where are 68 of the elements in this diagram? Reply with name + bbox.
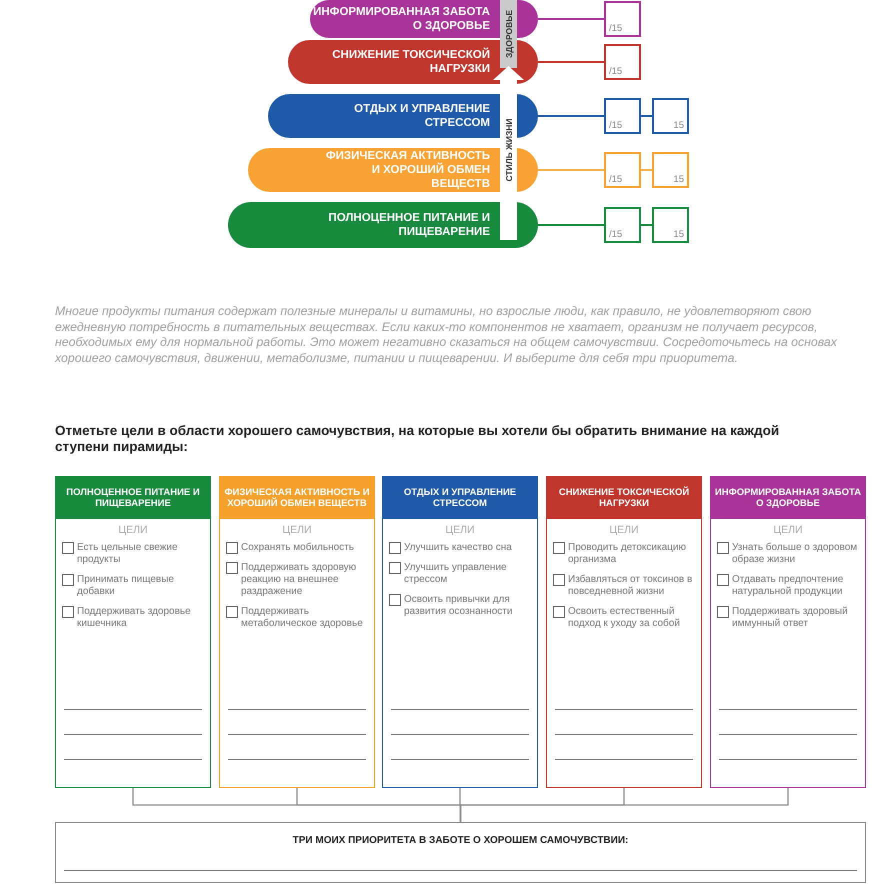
level-title: ПОЛНОЦЕННОЕ ПИТАНИЕ И ПИЩЕВАРЕНИЕ [328, 211, 490, 239]
goal-text: Принимать пищевые добавки [77, 574, 175, 598]
goal-text: Улучшить качество сна [404, 542, 512, 554]
connector-line [538, 18, 604, 20]
level-title: СНИЖЕНИЕ ТОКСИЧЕСКОЙ НАГРУЗКИ [331, 48, 490, 76]
score-box [652, 207, 689, 243]
connector-line [641, 115, 652, 117]
goal-text: Поддерживать здоровье кишечника [77, 606, 192, 630]
score-box [652, 98, 689, 134]
score-text: /15 [609, 120, 622, 131]
priorities-heading: ТРИ МОИХ ПРИОРИТЕТА В ЗАБОТЕ О ХОРОШЕМ САМОЧУВСТВИИ: [292, 835, 630, 846]
score-box [604, 98, 641, 134]
connector-line [641, 169, 652, 171]
connector-line [538, 115, 604, 117]
priorities-box [55, 822, 866, 883]
score-text: 15 [673, 229, 684, 240]
intro-paragraph: Многие продукты питания содержат полезные минералы и витамины, но взрослые люди, как правило, не удовлетворяют свою ежедневную потребность в питательных веществах. Если каких-то компонентов не хватает, организм не получает ресурсов, необходимых ему для нормальной работы. Это может негативно сказаться на общем самочувствии. Сосредоточьтесь на основах хорошего самочувствия, движении, метаболизме, питании и пищеварении. И выберите для себя три приоритета. [55, 304, 838, 366]
score-text: /15 [609, 23, 622, 34]
goals-label: ЦЕЛИ [772, 524, 804, 536]
goal-card [219, 476, 375, 788]
goal-card [710, 476, 866, 788]
goal-text: Узнать больше о здоровом образе жизни [732, 542, 858, 566]
score-box [604, 207, 641, 243]
axis-label: СТИЛЬ ЖИЗНИ [504, 118, 514, 182]
level-title: ОТДЫХ И УПРАВЛЕНИЕ СТРЕССОМ [353, 102, 490, 130]
level-title: ИНФОРМИРОВАННАЯ ЗАБОТА О ЗДОРОВЬЕ [312, 5, 490, 33]
goal-text: Поддерживать здоровый иммунный ответ [732, 606, 849, 630]
column-heading: ФИЗИЧЕСКАЯ АКТИВНОСТЬ И ХОРОШИЙ ОБМЕН ВЕЩЕСТВ [220, 477, 374, 519]
axis-label: ЗДОРОВЬЕ [504, 10, 514, 58]
goals-label: ЦЕЛИ [444, 524, 476, 536]
goals-label: ЦЕЛИ [281, 524, 313, 536]
score-box [604, 152, 641, 188]
goals-label: ЦЕЛИ [608, 524, 640, 536]
score-text: /15 [609, 229, 622, 240]
goal-text: Избавляться от токсинов в повседневной жизни [568, 574, 694, 598]
goal-text: Поддерживать здоровую реакцию на внешнее раздражение [241, 562, 358, 598]
goal-text: Сохранять мобильность [241, 542, 354, 554]
level-title: ФИЗИЧЕСКАЯ АКТИВНОСТЬ И ХОРОШИЙ ОБМЕН ВЕЩЕСТВ [324, 149, 490, 191]
goal-text: Улучшить управление стрессом [404, 562, 508, 586]
pyramid-level [248, 148, 538, 192]
column-heading: ИНФОРМИРОВАННАЯ ЗАБОТА О ЗДОРОВЬЕ [711, 477, 865, 519]
score-text: 15 [673, 120, 684, 131]
connector-line [538, 169, 604, 171]
connector-line [641, 224, 652, 226]
section-heading: Отметьте цели в области хорошего самочувствия, на которые вы хотели бы обратить внимание на каждой ступени пирамиды: [55, 423, 780, 455]
goal-card [546, 476, 702, 788]
goals-label: ЦЕЛИ [117, 524, 149, 536]
column-heading: ПОЛНОЦЕННОЕ ПИТАНИЕ И ПИЩЕВАРЕНИЕ [56, 477, 210, 519]
connector-line [538, 61, 604, 63]
column-heading: ОТДЫХ И УПРАВЛЕНИЕ СТРЕССОМ [383, 477, 537, 519]
pyramid-level [228, 202, 538, 248]
connector-line [538, 224, 604, 226]
goal-text: Поддерживать метаболическое здоровье [241, 606, 364, 630]
score-box [604, 44, 641, 80]
goal-text: Освоить естественный подход к уходу за собой [568, 606, 681, 630]
score-box [652, 152, 689, 188]
goal-card [382, 476, 538, 788]
score-text: 15 [673, 174, 684, 185]
goal-text: Есть цельные свежие продукты [77, 542, 179, 566]
connector-line [460, 788, 789, 822]
score-text: /15 [609, 174, 622, 185]
goal-text: Освоить привычки для развития осознанности [404, 594, 514, 618]
score-box [604, 1, 641, 37]
goal-card [55, 476, 211, 788]
score-text: /15 [609, 66, 622, 77]
goal-text: Отдавать предпочтение натуральной продукции [732, 574, 844, 598]
column-heading: СНИЖЕНИЕ ТОКСИЧЕСКОЙ НАГРУЗКИ [547, 477, 701, 519]
goal-text: Проводить детоксикацию организма [568, 542, 687, 566]
